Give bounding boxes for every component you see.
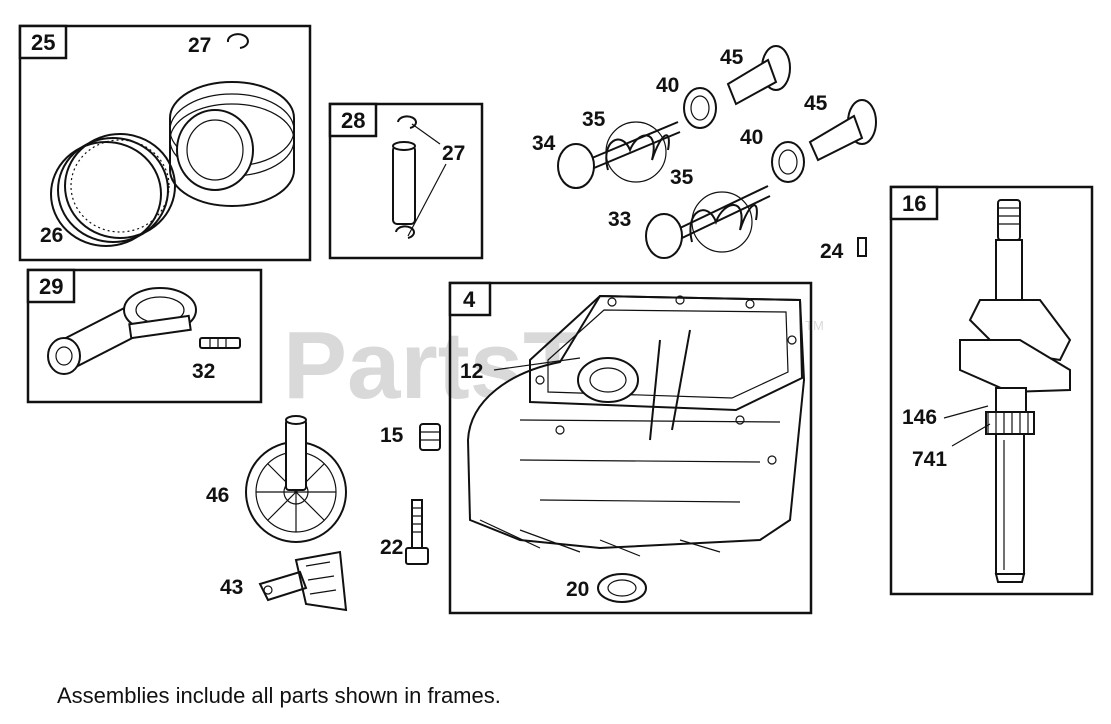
frame-25-tag: 25 [31, 30, 55, 55]
label-34: 34 [532, 132, 556, 155]
connecting-rod-bolt [199, 337, 241, 349]
valve-retainer-b [771, 141, 805, 183]
frame-29-tag-box [26, 268, 76, 304]
piston-pin [392, 141, 416, 225]
label-35-b: 35 [670, 166, 694, 189]
crankshaft [959, 199, 1072, 583]
label-40-b: 40 [740, 126, 763, 149]
frame-4 [448, 281, 813, 615]
label-26: 26 [40, 224, 63, 247]
breather-plug [419, 423, 441, 451]
label-12: 12 [460, 360, 483, 383]
sump-bolt [405, 499, 429, 565]
label-40-a: 40 [656, 74, 679, 97]
valve-spring-b [689, 191, 758, 253]
frame-28 [328, 102, 484, 260]
frame-16-tag: 16 [902, 191, 926, 216]
piston-pin-clips-b [395, 115, 447, 239]
frame-4-tag-box [448, 281, 492, 317]
frame-29 [26, 268, 263, 404]
label-24: 24 [820, 240, 844, 263]
frame-25-tag-box [18, 24, 68, 60]
watermark-trademark: TM [805, 318, 824, 333]
frame-28-tag: 28 [341, 108, 365, 133]
frame-28-tag-box [328, 102, 378, 138]
valve-exhaust [645, 185, 771, 259]
leader-741 [951, 423, 991, 447]
valve-retainer-a [683, 87, 717, 129]
frame-16-tag-box [889, 185, 939, 221]
piston [169, 81, 295, 207]
key [857, 237, 867, 257]
valve-intake [557, 121, 681, 189]
governor-crank [258, 550, 348, 612]
leader-12 [493, 357, 581, 371]
piston-pin-clip-a [226, 33, 249, 49]
governor-gear [245, 415, 347, 543]
label-27-a: 27 [188, 34, 211, 57]
tappet-b [808, 99, 877, 162]
label-43: 43 [220, 576, 243, 599]
oil-seal [597, 573, 647, 603]
label-741: 741 [912, 448, 947, 471]
valve-spring-a [605, 121, 670, 183]
piston-rings [50, 133, 176, 247]
frame-16 [889, 185, 1094, 596]
tappet-a [726, 45, 791, 106]
label-46: 46 [206, 484, 229, 507]
label-35-a: 35 [582, 108, 606, 131]
crankcase-sump [466, 294, 806, 557]
leader-146 [943, 405, 989, 419]
label-22: 22 [380, 536, 403, 559]
footnote: Assemblies include all parts shown in fr… [57, 683, 501, 708]
label-33: 33 [608, 208, 631, 231]
label-15: 15 [380, 424, 404, 447]
label-20: 20 [566, 578, 589, 601]
label-27-b: 27 [442, 142, 465, 165]
label-45-b: 45 [804, 92, 828, 115]
label-146: 146 [902, 406, 937, 429]
label-32: 32 [192, 360, 215, 383]
frame-4-tag: 4 [463, 287, 476, 312]
label-45-a: 45 [720, 46, 744, 69]
frame-25 [18, 24, 312, 262]
connecting-rod [47, 287, 197, 375]
frame-29-tag: 29 [39, 274, 63, 299]
